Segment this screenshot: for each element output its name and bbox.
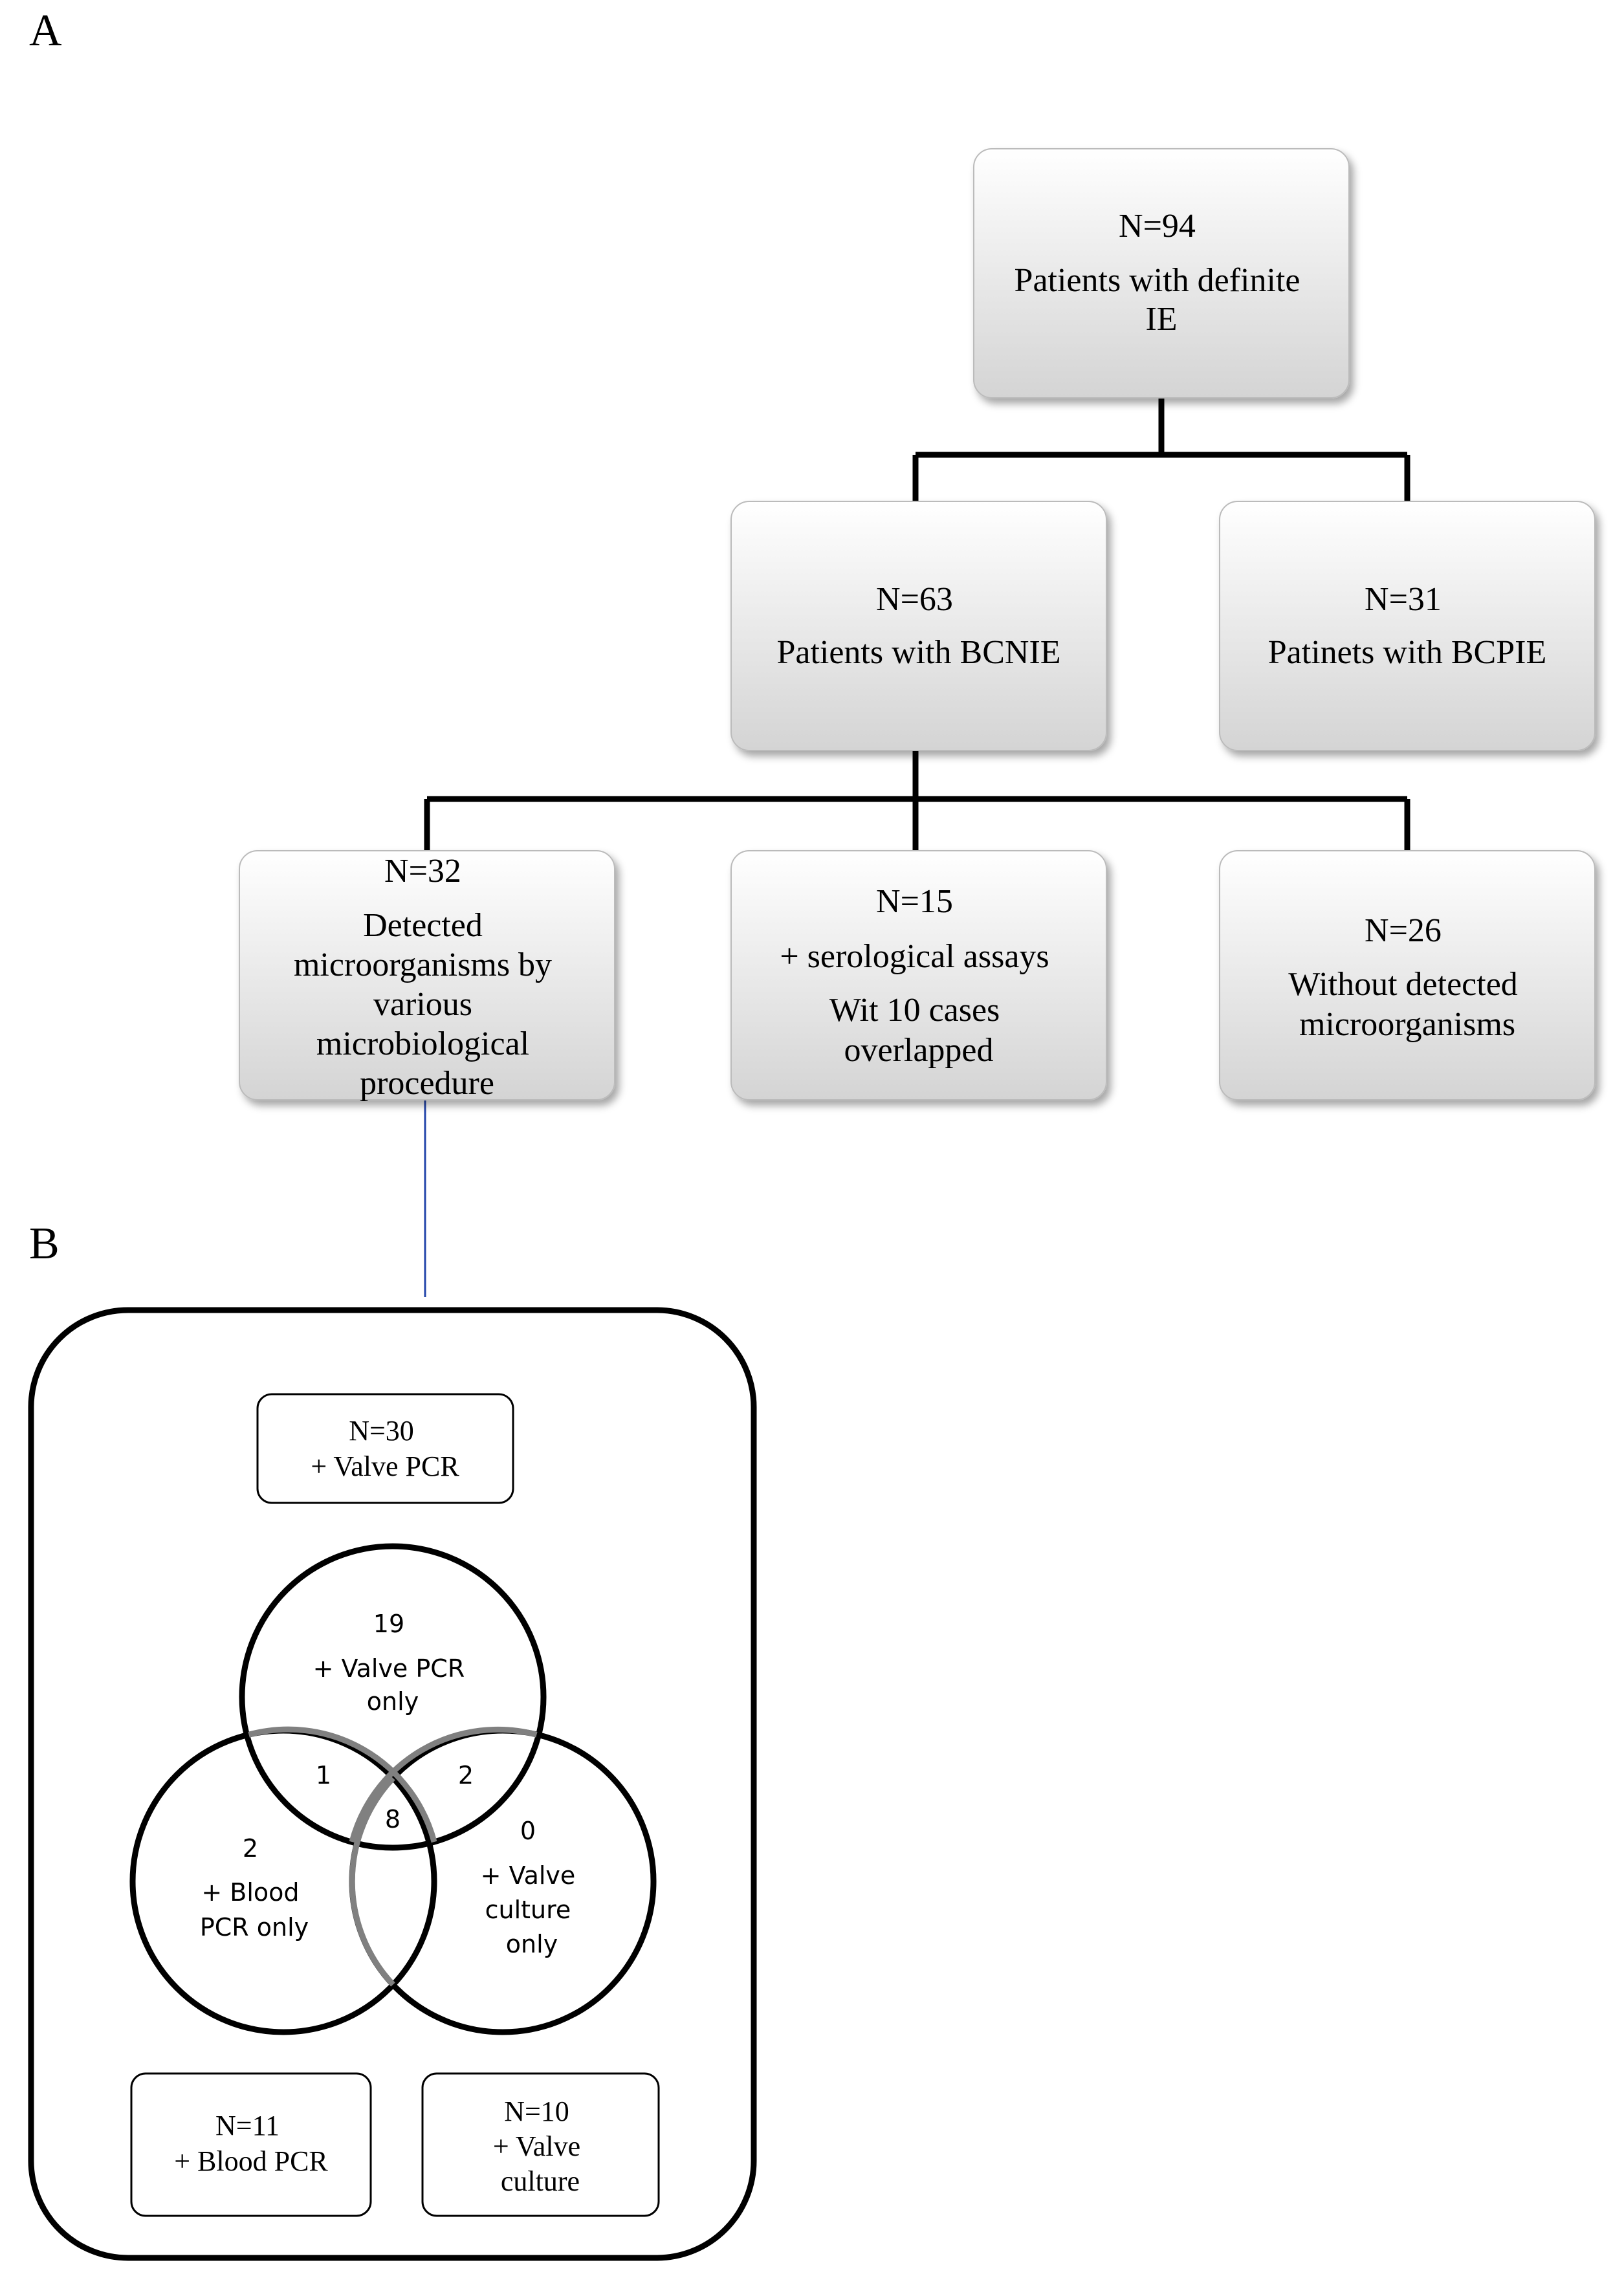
flowchart-connectors (424, 398, 1410, 854)
root-count: N=94 (1119, 208, 1196, 245)
region-valve-pcr-only-count: 19 (373, 1610, 404, 1638)
region-valve-pcr-only-line2: only (367, 1687, 419, 1716)
svg-text:N=26 Without detected: N=26 Without detected microorganisms (1288, 912, 1526, 1043)
region-blood-pcr-only-line2: PCR only (200, 1913, 309, 1942)
bcpie-count: N=31 (1365, 581, 1442, 618)
region-valve-pcr-blood-pcr: 1 (316, 1761, 331, 1789)
venn-diagram (129, 1543, 657, 2035)
region-valve-pcr-only: 19 + Valve PCR only (313, 1610, 473, 1716)
without-label-line2: microorganisms (1299, 1006, 1515, 1043)
bcnie-label: Patients with BCNIE (776, 634, 1060, 671)
panel-label-a: A (29, 6, 62, 56)
region-blood-pcr-only: 2 + Blood PCR only (200, 1834, 309, 1942)
valve-pcr-count-box: N=30 + Valve PCR (256, 1393, 514, 1504)
without-label-line1: Without detected (1288, 966, 1518, 1003)
svg-text:N=11 + Blood PCR: N=11 + Blood PCR (174, 2110, 328, 2177)
detected-label-line4: microbiological (316, 1025, 529, 1062)
svg-text:N=94 Patients with defin: N=94 Patients with definite IE (1015, 208, 1309, 338)
root-label-line1: Patients with definite (1015, 262, 1300, 299)
valve-culture-count-label-line2: culture (501, 2165, 580, 2197)
box-root: N=94 Patients with definite IE (973, 148, 1350, 399)
valve-culture-count: N=10 (504, 2095, 569, 2127)
valve-pcr-circle (239, 1543, 547, 1851)
region-valve-culture-only-count: 0 (520, 1817, 536, 1845)
detected-label-line1: Detected (363, 907, 483, 944)
svg-text:N=31 Patinets with BCPIE: N=31 Patinets with BCPIE (1268, 581, 1546, 671)
svg-text:N=32 Detected micr: N=32 Detected microorganisms by various … (294, 853, 560, 1102)
serological-label-line2: Wit 10 cases (829, 992, 1000, 1029)
blood-pcr-count-box: N=11 + Blood PCR (130, 2072, 372, 2217)
valve-pcr-count: N=30 (349, 1415, 414, 1447)
region-valve-culture-only: 0 + Valve culture only (481, 1817, 584, 1958)
box-bcpie: N=31 Patinets with BCPIE (1219, 501, 1596, 751)
box-without: N=26 Without detected microorganisms (1219, 850, 1596, 1100)
blood-pcr-count: N=11 (215, 2110, 280, 2141)
detected-label-line2: microorganisms by (294, 947, 552, 983)
box-detected: N=32 Detected microorganisms by various … (239, 850, 615, 1102)
serological-label-line1: + serological assays (780, 938, 1049, 975)
valve-pcr-count-label: + Valve PCR (311, 1450, 459, 1482)
svg-text:N=63 Patients with BCNIE: N=63 Patients with BCNIE (776, 581, 1060, 671)
svg-text:N=10 + Valve cultu: N=10 + Valve culture (493, 2095, 587, 2197)
overlap-arc-blood-in-valve-pcr (248, 1726, 437, 1843)
serological-label-line3: overlapped (844, 1032, 993, 1069)
without-count: N=26 (1365, 912, 1442, 949)
region-all-three: 8 (385, 1805, 401, 1833)
region-valve-pcr-valve-culture: 2 (458, 1761, 474, 1789)
bcpie-label: Patinets with BCPIE (1268, 634, 1546, 671)
region-valve-culture-only-line2: culture (485, 1896, 571, 1924)
region-valve-pcr-only-line1: + Valve PCR (313, 1654, 465, 1683)
overlap-arc-culture-in-valve-pcr (349, 1726, 538, 1843)
panel-label-b: B (29, 1219, 60, 1269)
svg-text:N=30 + Valve PCR: N=30 + Valve PCR (311, 1415, 459, 1482)
root-label-line2: IE (1145, 301, 1177, 338)
bcnie-count: N=63 (876, 581, 953, 618)
blood-pcr-count-label: + Blood PCR (174, 2145, 328, 2177)
valve-culture-count-box: N=10 + Valve culture (421, 2072, 660, 2217)
detected-label-line5: procedure (360, 1065, 494, 1102)
box-bcnie: N=63 Patients with BCNIE (730, 501, 1107, 751)
detected-label-line3: various (373, 986, 472, 1023)
box-serological: N=15 + serological assays Wit 10 cases o… (730, 850, 1107, 1100)
region-valve-culture-only-line3: only (506, 1930, 558, 1958)
serological-count: N=15 (876, 883, 953, 920)
detected-count: N=32 (384, 853, 461, 890)
region-blood-pcr-only-line1: + Blood (201, 1878, 299, 1907)
venn-panel-frame (28, 1307, 757, 2261)
region-blood-pcr-only-count: 2 (243, 1834, 258, 1863)
valve-culture-count-label-line1: + Valve (493, 2130, 580, 2162)
svg-text:N=15 + serological assay: N=15 + serological assays Wit 10 cases o… (780, 883, 1057, 1069)
region-valve-culture-only-line1: + Valve (481, 1861, 576, 1890)
overlap-arc-culture-in-blood (349, 1776, 395, 1987)
